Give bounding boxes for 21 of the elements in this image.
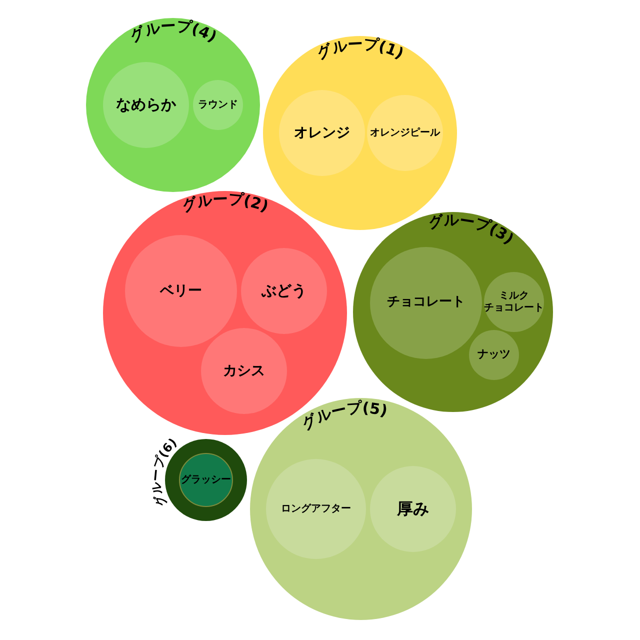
item-label: ベリー [160,282,202,300]
group-label: グループ(5) [298,398,390,434]
item-label: ミルクチョコレート [484,290,544,314]
item-label: カシス [223,362,265,380]
item-bubble [193,80,243,130]
item-label: ナッツ [478,348,510,362]
group-label: グループ(4) [126,16,220,46]
item-label: 厚み [397,500,429,518]
item-label: オレンジ [294,124,350,142]
group-label: グループ(2) [180,190,271,216]
item-label: オレンジピール [370,127,440,139]
group-label: グループ(1) [314,34,407,63]
group-label: グループ(3) [426,210,518,248]
item-bubble [469,330,519,380]
item-label: グラッシー [181,474,231,486]
item-label: ラウンド [198,99,238,111]
item-label: なめらか [116,96,176,114]
item-label: ロングアフター [281,503,351,515]
item-label: チョコレート [387,296,465,310]
item-label: ぶどう [262,282,306,300]
item-bubble [179,453,233,507]
